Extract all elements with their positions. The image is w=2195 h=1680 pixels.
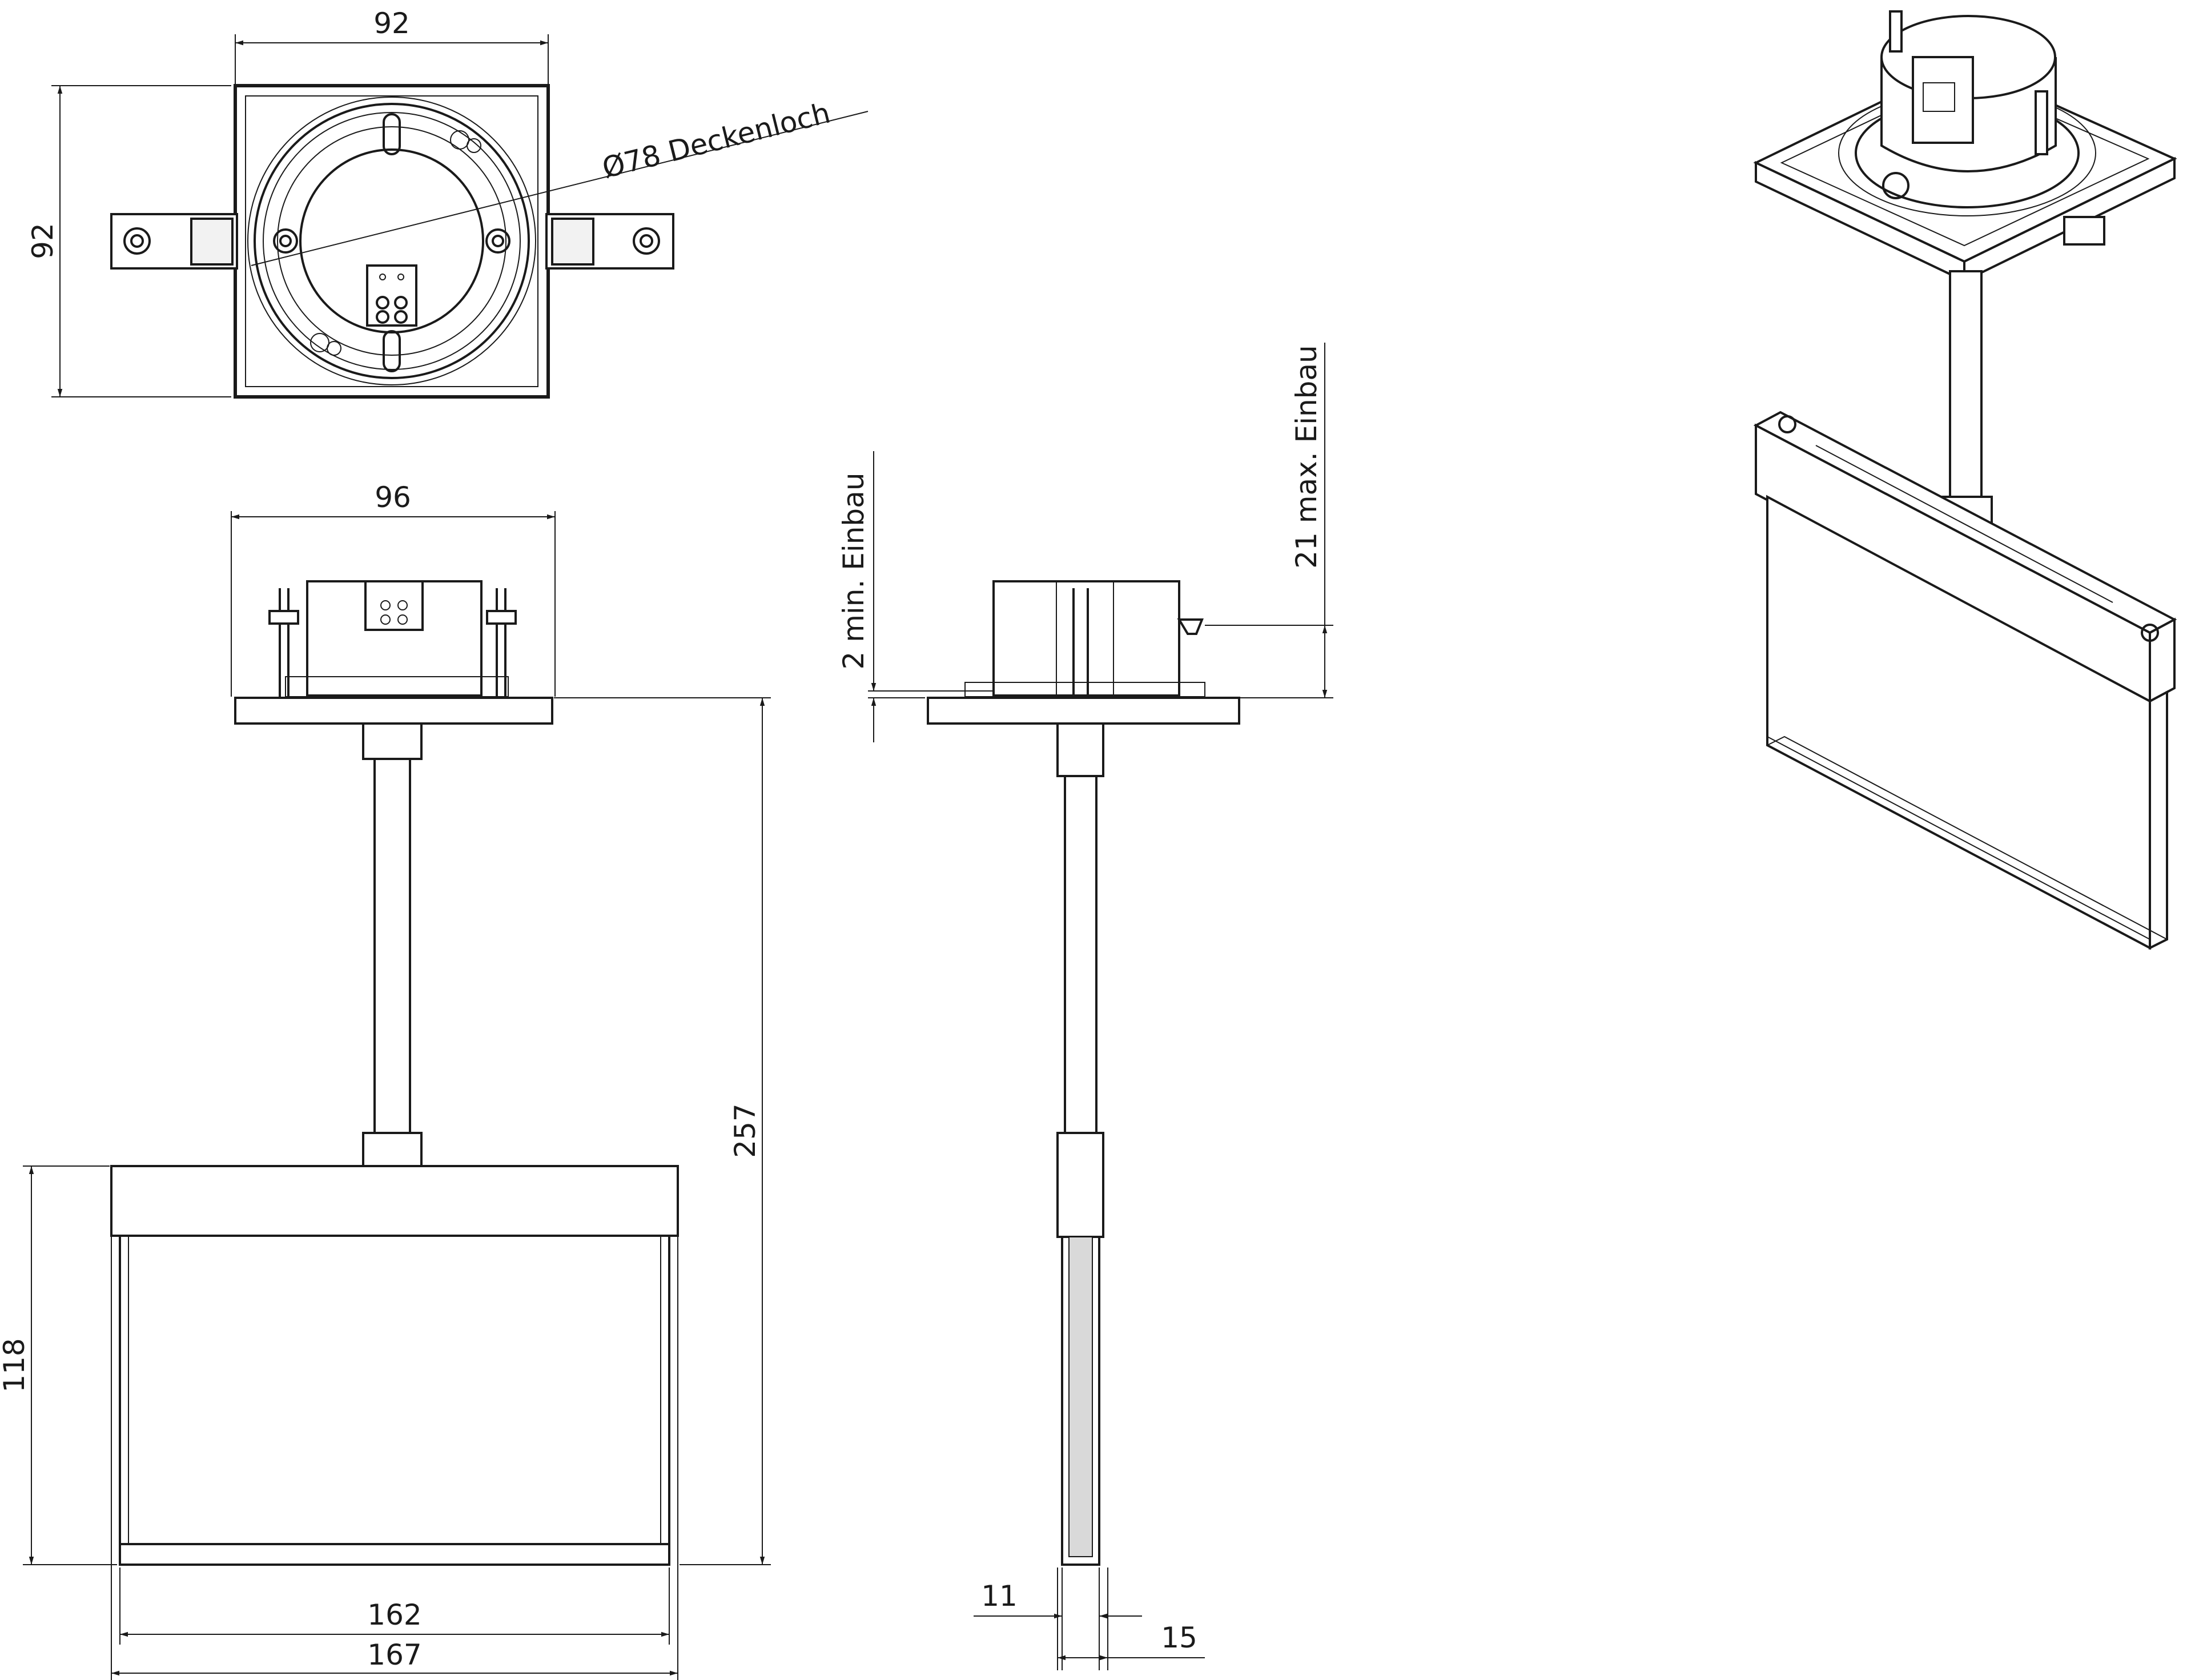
round-housing <box>247 97 536 385</box>
right-mounting-bracket <box>545 213 674 270</box>
mounting-plate-outline <box>234 84 550 399</box>
front-upper-coupler <box>362 722 423 760</box>
front-base-width-label: 96 <box>375 481 411 514</box>
panel-outer-thickness-label: 15 <box>1161 1621 1197 1654</box>
left-mounting-bracket <box>110 213 238 270</box>
front-lower-coupler <box>362 1132 423 1167</box>
side-base-plate <box>927 697 1240 725</box>
front-outer-width-label: 167 <box>367 1638 421 1671</box>
front-panel-housing <box>110 1165 679 1237</box>
top-height-label: 92 <box>26 223 59 259</box>
front-panel-height-label: 118 <box>0 1338 31 1392</box>
side-view: 2 min. Einbau 21 max. Einbau 11 15 <box>837 343 1333 1670</box>
front-inner-width-dimension: 162 <box>119 1568 670 1645</box>
panel-outer-thickness-dimension: 15 <box>1057 1568 1205 1670</box>
hole-label: Ø78 Deckenloch <box>599 96 834 184</box>
front-total-height-label: 257 <box>729 1103 762 1157</box>
side-socket <box>964 580 1205 697</box>
iso-panel <box>1753 411 2177 950</box>
iso-round-socket <box>1838 10 2096 216</box>
side-rod <box>1064 775 1098 1134</box>
iso-rod <box>1949 270 1983 501</box>
front-panel-height-dimension: 118 <box>0 1165 117 1565</box>
mounting-plate-inner-edge <box>245 95 538 387</box>
top-height-dimension: 92 <box>26 85 231 397</box>
top-width-dimension: 92 <box>235 7 549 86</box>
front-panel-glass <box>119 1235 670 1545</box>
front-rod <box>373 758 411 1134</box>
top-width-label: 92 <box>373 7 410 40</box>
front-outer-width-dimension: 167 <box>111 1236 678 1680</box>
min-install-dimension: 2 min. Einbau <box>837 451 994 742</box>
top-slot <box>383 113 401 155</box>
isometric-view <box>1753 10 2177 950</box>
panel-inner-thickness-label: 11 <box>981 1579 1018 1613</box>
terminal-block <box>366 264 417 327</box>
top-view: 92 92 Ø78 Deckenloch <box>26 7 869 399</box>
panel-inner-thickness-dimension: 11 <box>974 1568 1142 1670</box>
max-install-label: 21 max. Einbau <box>1290 345 1323 568</box>
side-lower-coupler <box>1056 1132 1104 1238</box>
side-upper-coupler <box>1056 722 1104 777</box>
bottom-slot <box>383 330 401 372</box>
front-base-width-dimension: 96 <box>231 481 556 697</box>
front-base-plate <box>234 697 553 725</box>
front-socket <box>268 580 517 697</box>
max-install-dimension: 21 max. Einbau <box>1205 343 1333 698</box>
front-inner-width-label: 162 <box>367 1598 421 1631</box>
min-install-label: 2 min. Einbau <box>837 472 870 669</box>
front-total-height-dimension: 257 <box>554 697 771 1565</box>
front-panel-bottom-edge <box>119 1543 670 1566</box>
front-view: 96 257 118 162 167 <box>0 481 771 1680</box>
